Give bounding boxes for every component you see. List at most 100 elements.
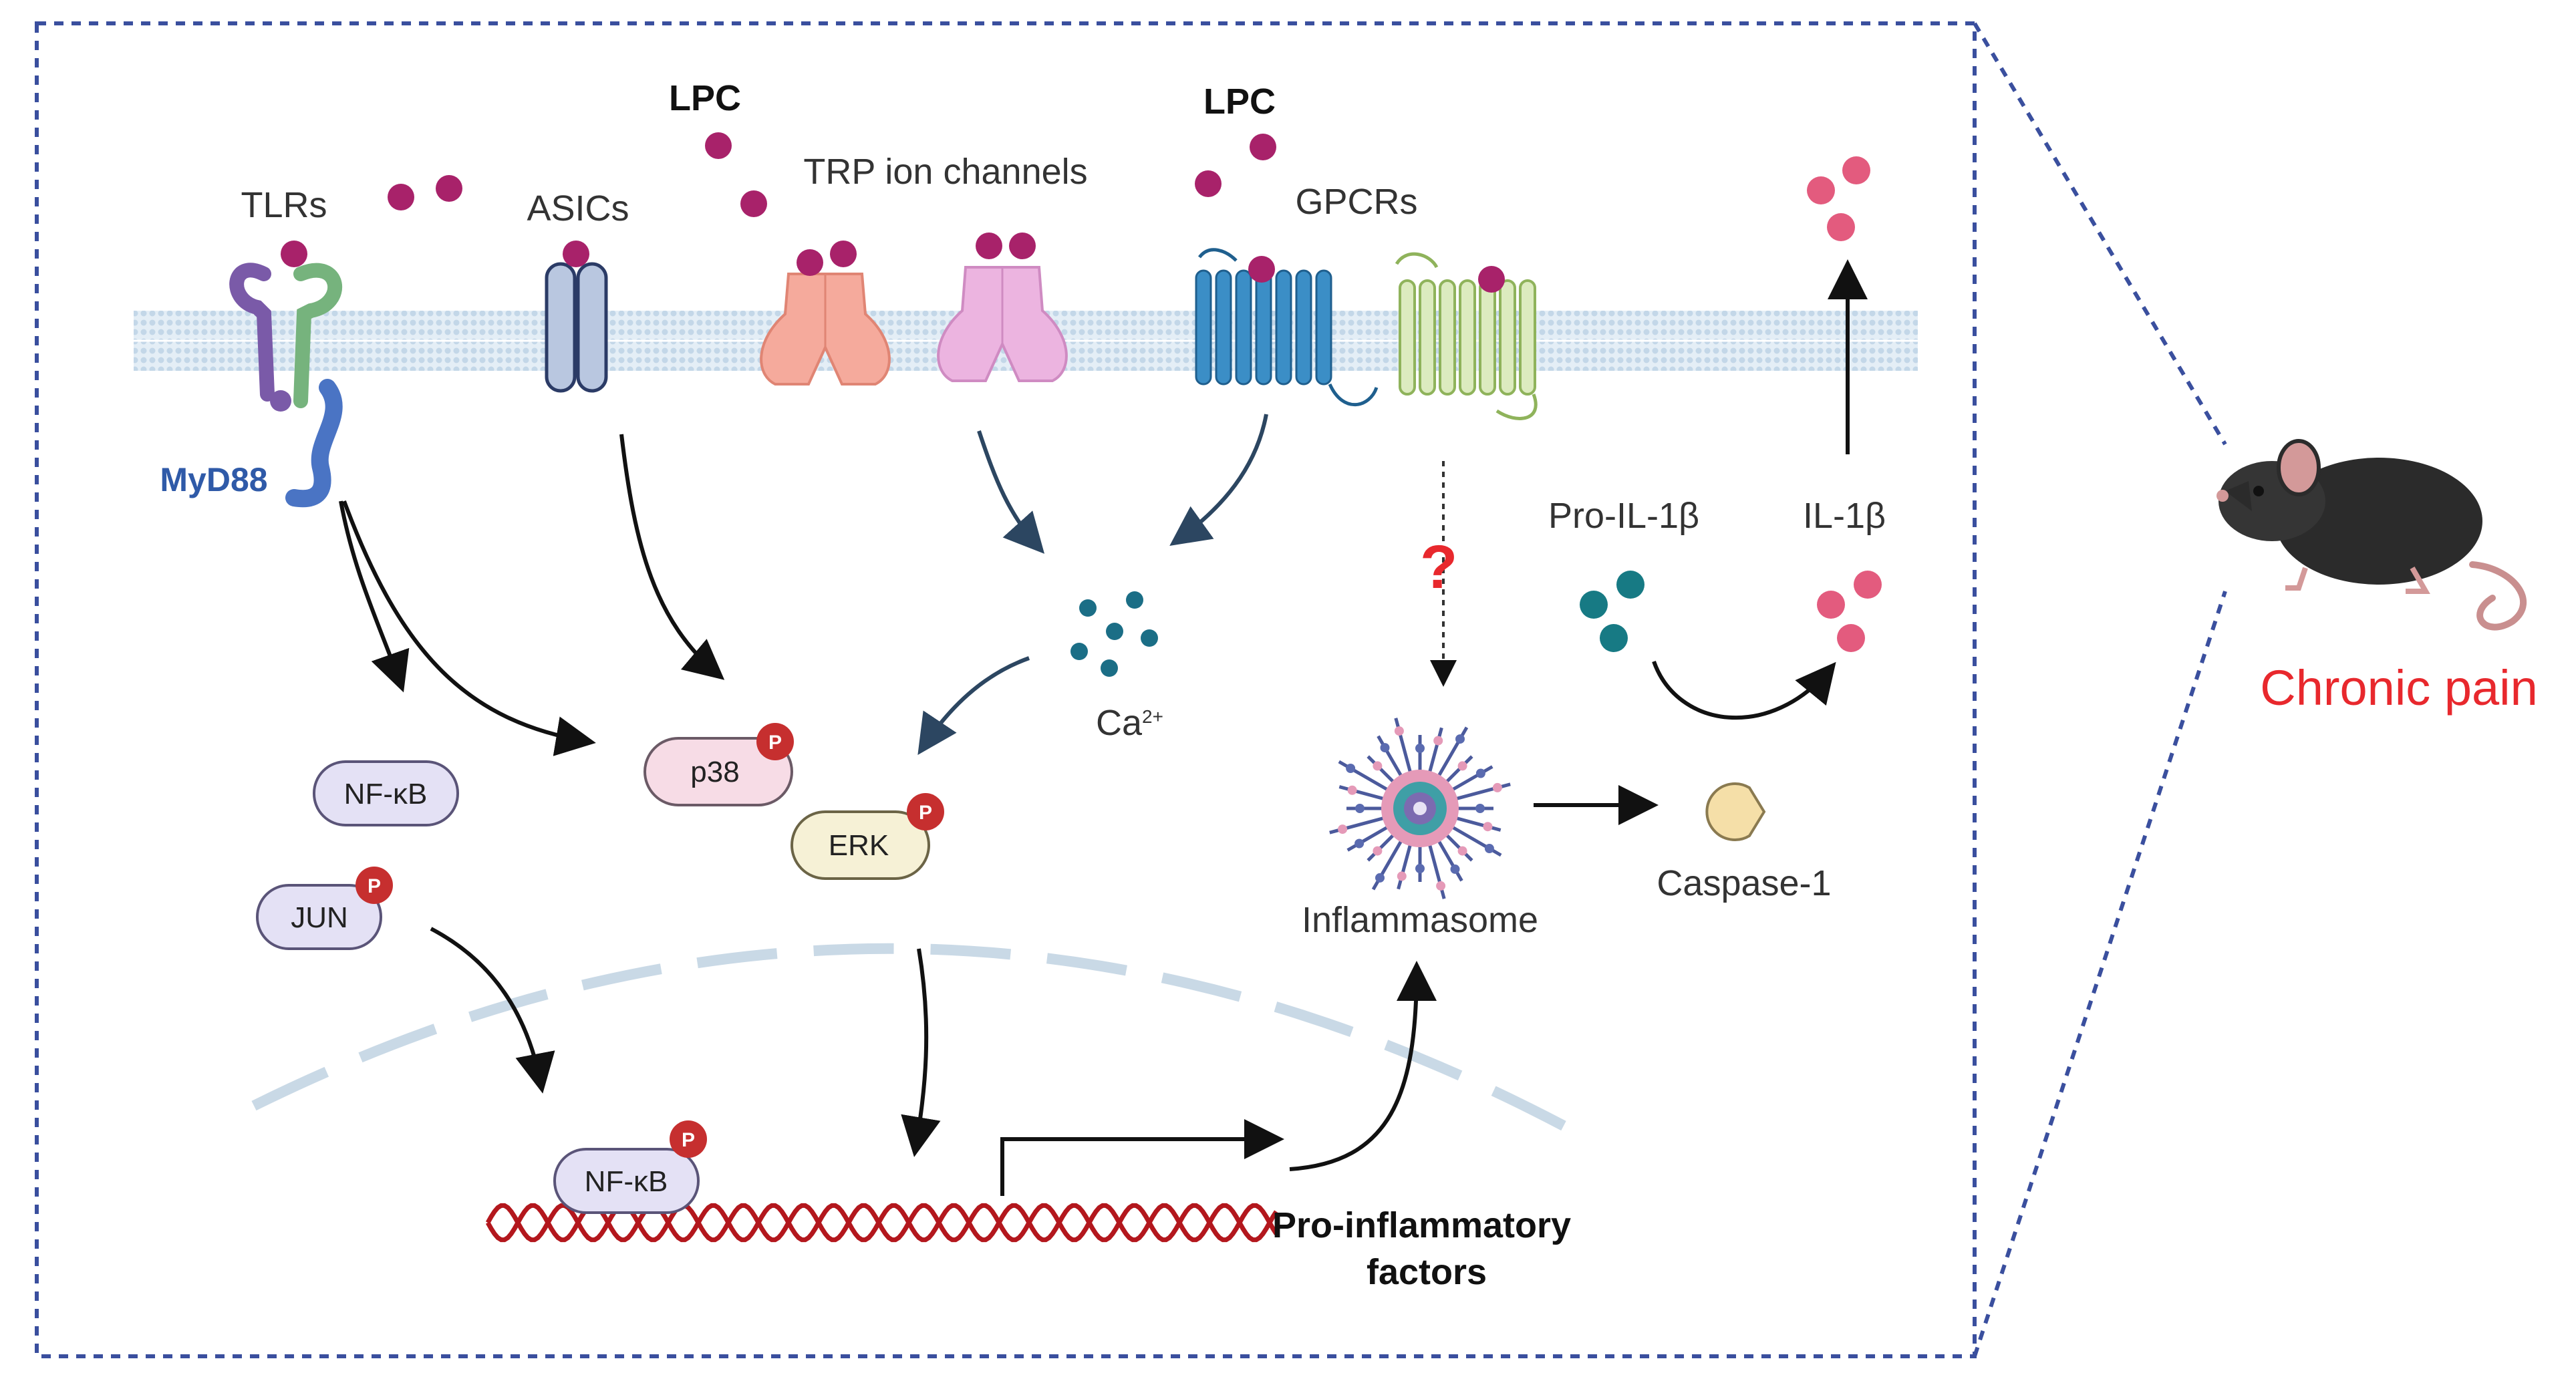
inflammasome-spike [1346,825,1389,852]
inflammasome-spike-tip [1380,743,1390,753]
inflammasome-spike-tip [1457,761,1467,771]
p38-protein: p38 P [643,723,794,806]
p38-label: p38 [690,756,739,788]
inflammasome-spike [1367,755,1395,784]
jun-label: JUN [291,901,348,934]
inflammasome-spike [1437,839,1463,882]
nfkb-nucleus: NF-κB P [553,1120,707,1214]
inflammasome-spike [1455,782,1511,801]
inflammasome-spike-tip [1457,846,1467,856]
caspase1-label: Caspase-1 [1657,863,1831,903]
inflammasome-spike-tip [1433,736,1443,746]
lpc-label-left: LPC [669,78,741,118]
inflammasome-spike-tip [1354,838,1365,849]
arrow-calcium-erk [917,656,1030,755]
il1b-label: IL-1β [1803,496,1886,536]
lpc-molecules [388,132,1276,217]
nfkb-cytoplasm: NF-κB [313,760,459,826]
arrow-erk-dna [901,948,941,1157]
arrow-trp-calcium [977,430,1045,554]
phospho-badge-jun [355,867,393,904]
inflammasome-spike-tip [1394,726,1404,736]
arrow-transcription [1000,1119,1284,1196]
nuclear-envelope [251,943,1566,1131]
inflammasome-spike [1377,735,1403,778]
jun-protein: JUN P [256,867,393,950]
myd88-label: MyD88 [160,461,267,498]
inflammasome-spike-tip [1492,782,1502,792]
inflammasome-spike-tip [1415,744,1425,753]
inflammasome-spike [1445,755,1473,784]
arrow-myd88-down [339,500,410,693]
arrow-jun-nucleus [430,927,555,1094]
inflammasome-spike-tip [1338,824,1348,834]
nfkb-nucleus-label: NF-κB [585,1165,668,1198]
erk-protein: ERK P [791,793,944,880]
inflammasome-spike-tip [1373,846,1383,856]
phospho-label-p38: P [768,732,782,754]
pro-inflammatory-label: Pro-inflammatory factors [1272,1205,1581,1292]
caspase-pacman-icon [1705,782,1766,841]
calcium-ions [1070,591,1158,677]
inflammasome-spike-tip [1484,844,1494,853]
phospho-badge-erk [907,793,944,830]
question-mark: ? [1420,533,1457,601]
inflammasome-spike [1329,816,1385,834]
tlrs-label: TLRs [241,185,327,225]
calcium-label: Ca2+ [1096,703,1163,743]
inflammasome-spike [1451,765,1493,792]
phospho-label-erk: P [919,802,932,824]
inflammasome-spike-tip [1373,761,1383,771]
asics-label: ASICs [527,188,629,228]
il1b-molecules-intracellular [1817,571,1882,652]
il1b-molecules-released [1807,156,1870,241]
pro-il1b-label: Pro-IL-1β [1548,496,1699,536]
inflammasome-spike-tip [1355,804,1365,813]
arrow-myd88-p38 [342,500,596,756]
inflammasome-spike-tip [1483,822,1493,832]
signal-arrows-navy [917,414,1268,755]
arrow-gpcr-calcium [1169,414,1268,546]
phospho-label-nfkb: P [682,1129,695,1151]
mouse-icon [2216,439,2527,631]
inflammasome-spike [1427,843,1446,899]
inflammasome-spike [1445,833,1473,862]
arrow-pro-il1b-il1b [1652,661,1836,720]
inflammasome-spike [1338,785,1385,801]
gpcr-green [1395,252,1538,420]
inflammasome-spike-tip [1475,768,1485,778]
inflammasome-spike-tip [1475,804,1485,813]
inflammasome-icon [1329,718,1511,899]
phospho-badge-nfkb [670,1120,707,1158]
inflammasome-spike-tip [1397,871,1407,881]
erk-label: ERK [829,829,889,862]
inflammasome-spike [1427,727,1443,774]
inflammasome-spike-tip [1375,873,1385,883]
inflammasome-spike [1394,718,1413,774]
trp-channel-salmon [760,241,891,386]
gpcrs-label: GPCRs [1295,182,1417,222]
inflammasome-spike-tip [1450,864,1460,874]
inflammasome-spike-tip [1415,864,1425,873]
pro-il1b-molecules [1580,571,1644,652]
asic-channel [545,241,608,393]
signal-arrows-black [339,259,1868,1196]
arrow-factors-inflammasome [1289,961,1437,1171]
phospho-badge-p38 [756,723,794,760]
dashed-frame [35,21,2227,1358]
inflammasome-spike-tip [1346,764,1356,773]
inflammasome-spike-tip [1436,881,1446,891]
trp-label: TRP ion channels [803,152,1087,192]
tlr-receptor [229,241,343,508]
trp-channel-pink [937,233,1068,382]
arrow-asics-p38 [619,434,725,680]
inflammasome-spike-tip [1347,785,1357,795]
inflammasome-spike [1455,816,1501,832]
chronic-pain-label: Chronic pain [2260,660,2537,716]
gpcr-blue [1195,248,1379,407]
inflammasome-spike [1367,833,1395,862]
phospho-label-jun: P [368,875,381,897]
lpc-label-right: LPC [1203,82,1276,122]
